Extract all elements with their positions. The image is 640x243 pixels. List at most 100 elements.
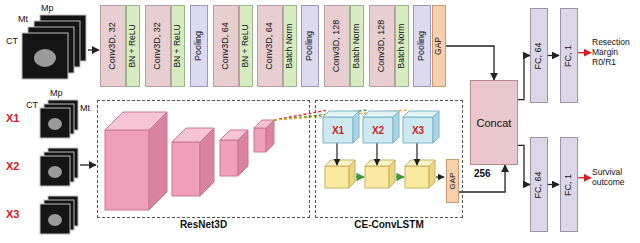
gap-layer-box: GAP [432,5,446,87]
slice-label: Mt [18,14,28,24]
connector-arrow [446,46,494,80]
connector-arrow [459,165,505,192]
slice-label: Mp [50,88,63,98]
node-text: Concat [477,117,512,129]
resnet-cube [238,130,248,176]
pooling-layer-box: Pooling [301,5,319,87]
node-text: X2 [372,125,384,136]
lstm-cell [389,160,395,188]
output-node: Survival outcome [592,168,640,188]
node-text: Conv3D, 32 [153,22,163,70]
pooling-layer-box: Pooling [190,5,208,87]
norm-layer-box: Batch Norm [395,5,409,87]
input-label: X1 [6,112,19,125]
lstm-cell [405,166,429,188]
slice-label: CT [26,100,38,110]
recurrent-arrow [396,176,404,177]
cube-face [403,117,433,143]
gap-layer-box: GAP [446,159,459,203]
connector-arrow [518,56,530,100]
module-title: ResNet3D [180,219,227,230]
input-arrow [80,164,96,165]
node-text: Batch Norm [352,24,361,69]
node-text: Resection Margin R0/R1 [592,38,640,67]
resnet-cube [220,140,238,176]
lstm-cell [325,166,349,188]
tumor-blob [48,214,62,226]
module-title: CE-ConvLSTM [354,219,423,230]
conv-layer-box: Conv3D, 64 [257,5,283,87]
input-label: X3 [6,208,19,221]
lstm-cell [349,160,355,188]
node-text: Pooling [417,31,427,61]
cube-face [353,111,359,143]
cell-arrow [416,143,417,165]
input-arrow [88,49,99,50]
node-text: Conv3D, 128 [377,20,387,73]
connector-arrow [578,177,591,178]
resnet-cube [105,130,149,210]
lstm-cell [365,166,389,188]
node-text: GAP [434,37,443,55]
feature-cube: X1 [323,111,359,143]
cell-arrow [376,143,377,165]
node-text: Conv3D, 64 [265,22,275,70]
cube-face [363,117,393,143]
lstm-cell [429,160,435,188]
cube-face [393,111,399,143]
tumor-blob [48,118,62,130]
output-node: Resection Margin R0/R1 [592,38,640,67]
slice-label: CT [6,36,18,46]
conv-layer-box: Conv3D, 64 [213,5,239,87]
module-region: ResNet3D [97,100,310,218]
slice-label: Mp [41,3,54,13]
fc-layer-box: FC, 64 [530,137,548,232]
node-text: X1 [332,125,344,136]
norm-layer-box: Batch Norm [283,5,297,87]
recurrent-arrow [356,176,364,177]
cube-face [323,117,353,143]
node-text: Batch Norm [285,24,294,69]
feature-cube: X2 [363,111,399,143]
norm-layer-box: BN + ReLU [239,5,253,87]
norm-layer-box: Batch Norm [350,5,364,87]
node-text: FC, 64 [534,171,544,198]
slice-label: Mt [80,103,90,113]
node-text: BN + ReLU [173,24,182,67]
node-text: BN + ReLU [128,24,137,67]
connector-arrow [518,145,530,184]
dimension-label: 256 [474,168,491,180]
ct-slice [40,204,70,234]
norm-layer-box: BN + ReLU [126,5,140,87]
connector-arrow [548,184,559,185]
node-text: FC, 64 [534,42,544,69]
connector-arrow [548,55,559,56]
module-region: CE-ConvLSTMX1X2X3GAP [315,100,463,218]
cell-arrow [336,143,337,165]
node-text: Pooling [305,31,315,61]
pooling-layer-box: Pooling [413,5,431,87]
fc-layer-box: FC, 1 [560,8,578,103]
conv-layer-box: Conv3D, 32 [100,5,126,87]
fc-layer-box: FC, 64 [530,8,548,103]
conv-layer-box: Conv3D, 128 [369,5,395,87]
conv-layer-box: Conv3D, 128 [324,5,350,87]
ct-slice [22,33,68,79]
feature-cube: X3 [403,111,439,143]
node-text: Batch Norm [397,24,406,69]
node-text: X3 [412,125,424,136]
cube-face [433,111,439,143]
node-text: Conv3D, 64 [221,22,231,70]
norm-layer-box: BN + ReLU [171,5,185,87]
cell-arrow [436,176,444,177]
conv-layer-box: Conv3D, 32 [145,5,171,87]
node-text: BN + ReLU [241,24,250,67]
ct-slice [40,156,70,186]
fc-layer-box: FC, 1 [560,137,578,232]
node-text: Conv3D, 32 [108,22,118,70]
tumor-blob [34,49,56,67]
node-text: Conv3D, 128 [332,20,342,73]
node-text: Pooling [194,31,204,61]
resnet-cube [254,128,266,152]
resnet-cube [149,112,167,210]
